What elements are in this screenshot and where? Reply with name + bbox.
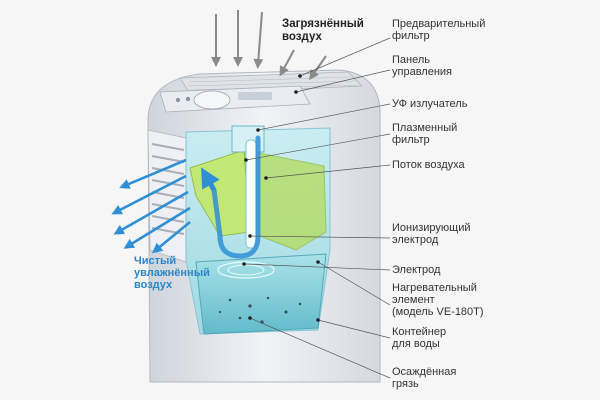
callout-electrode: Электрод: [392, 264, 441, 276]
leader-dots: [242, 74, 320, 322]
callout-prefilter: Предварительный фильтр: [392, 18, 486, 42]
callout-ionizing-electrode: Ионизирующий электрод: [392, 222, 471, 246]
control-panel-graphic: [159, 85, 311, 113]
clean-air-arrows: [111, 158, 191, 254]
callout-plasma-filter: Плазменный фильтр: [392, 122, 458, 146]
callout-heating-element: Нагревательный элемент (модель VE-180T): [392, 282, 484, 318]
leader-lines: [243, 37, 391, 379]
callout-airflow: Поток воздуха: [392, 159, 465, 171]
callout-uv-emitter: УФ излучатель: [392, 98, 468, 110]
internal-airflow: [211, 135, 261, 259]
dirty-air-arrows: [211, 10, 327, 81]
callout-sediment: Осаждённая грязь: [392, 366, 457, 390]
dirty-air-label: Загрязнённый воздух: [282, 18, 364, 43]
water-tank: [195, 253, 327, 335]
callout-control-panel: Панель управления: [392, 54, 452, 78]
internal-airflow-arrow: [201, 167, 220, 192]
clean-air-label: Чистый увлажнённый воздух: [134, 255, 210, 291]
callout-water-container: Контейнер для воды: [392, 326, 447, 350]
